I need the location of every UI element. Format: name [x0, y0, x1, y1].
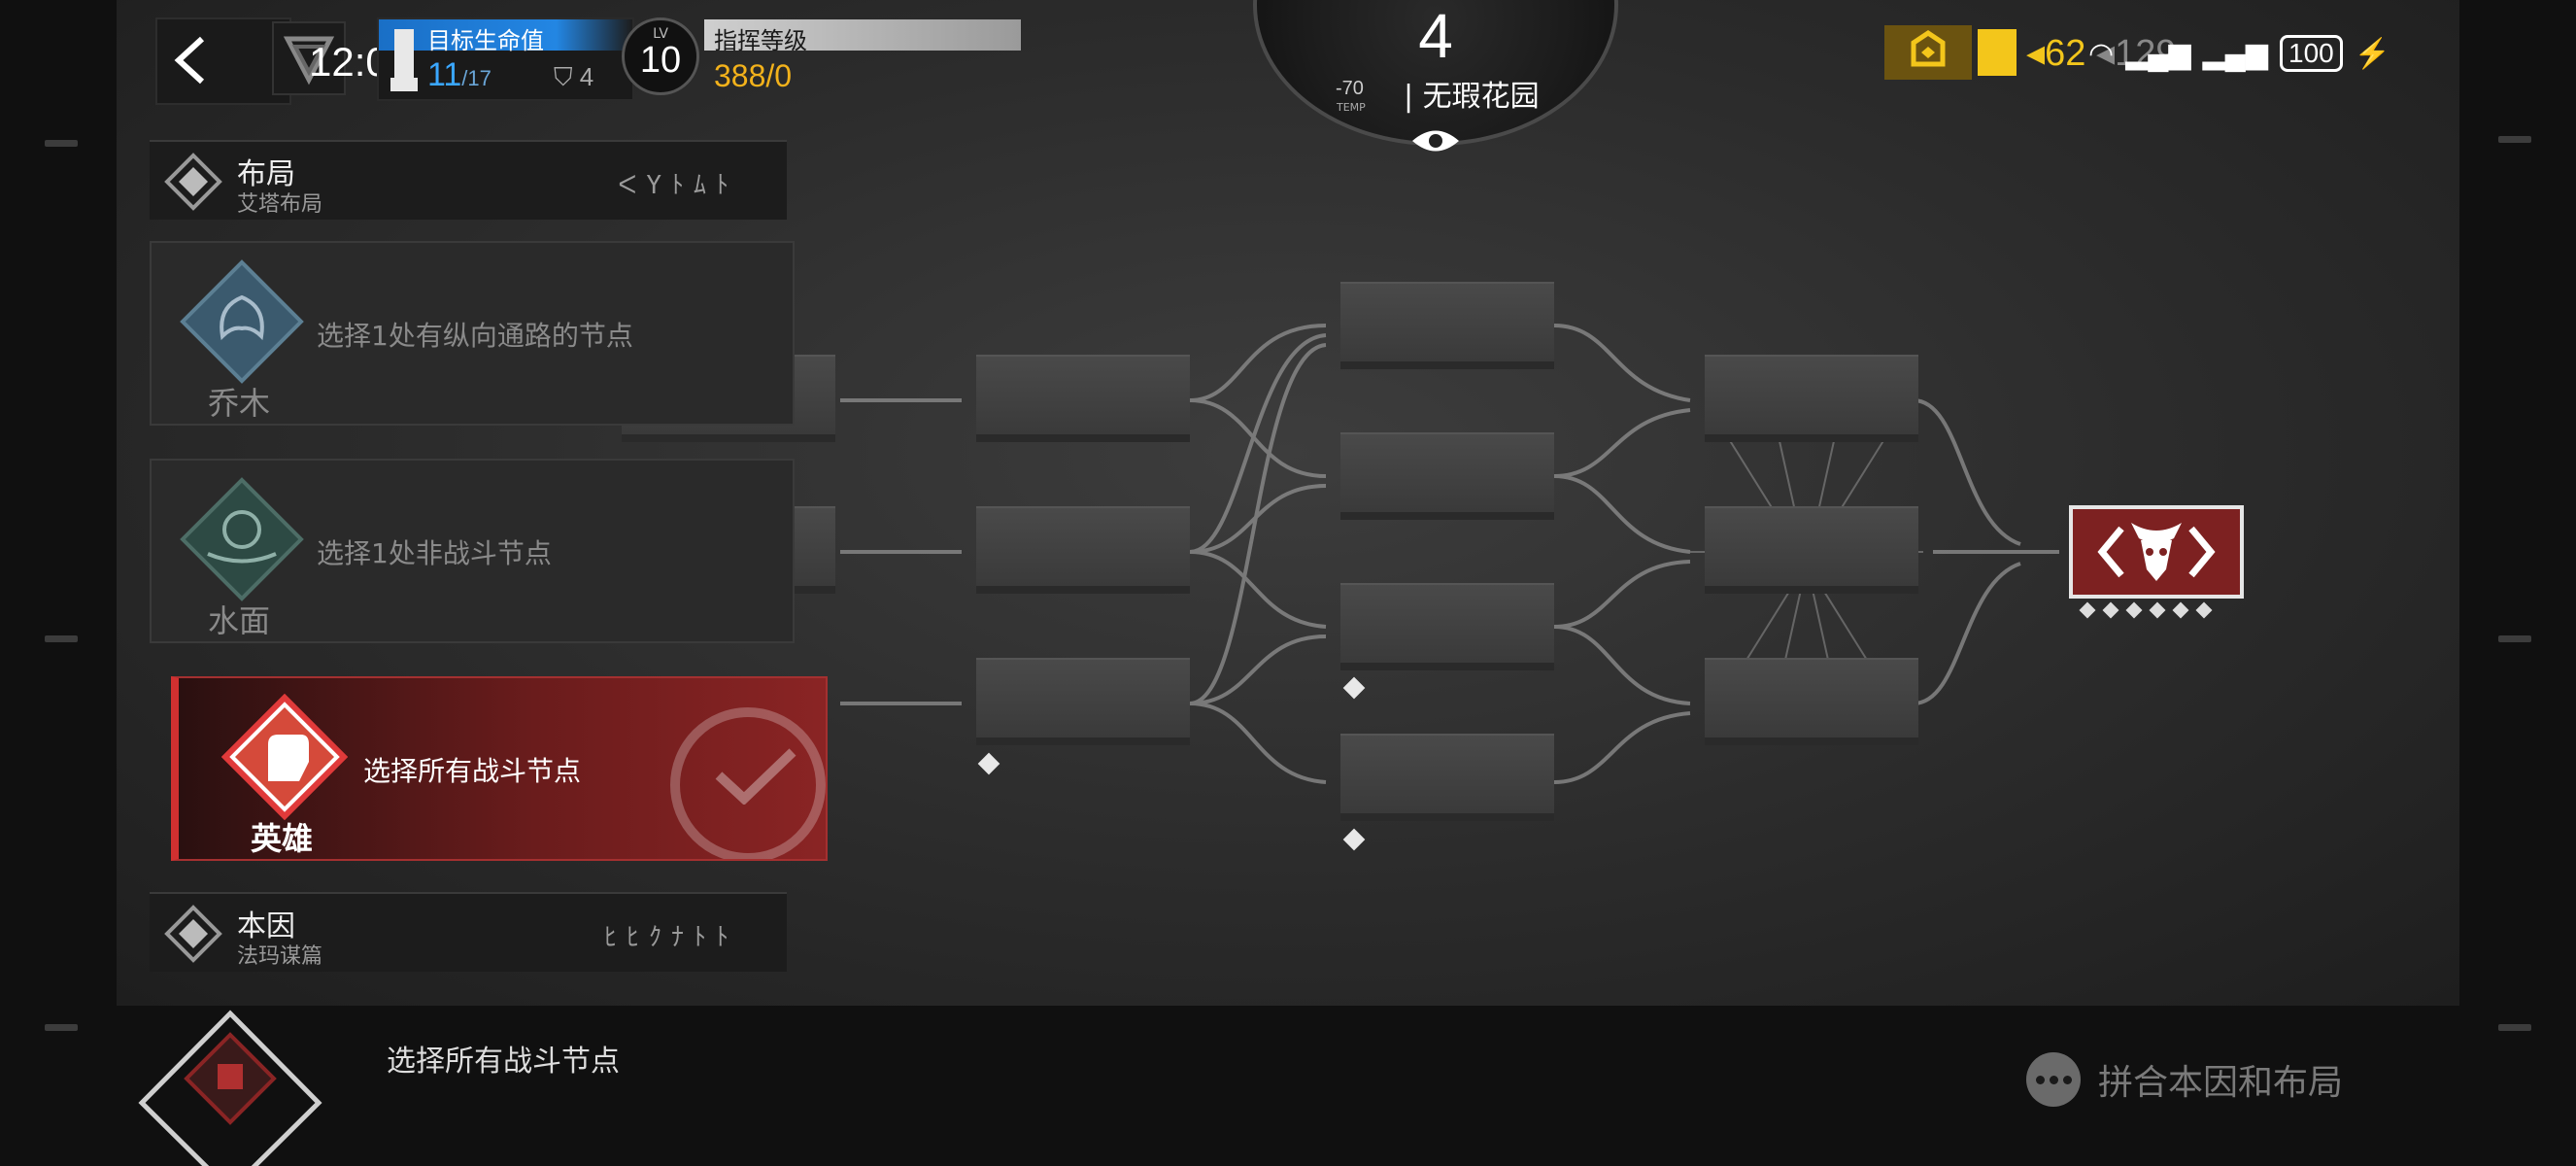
frame-tick: [45, 140, 78, 147]
map-node[interactable]: [1340, 734, 1554, 821]
card-name: 水面: [208, 602, 271, 639]
life-header: [379, 19, 632, 51]
resource-icon-box: [1884, 25, 1972, 80]
life-max: /17: [461, 66, 491, 90]
system-status-bar: ◠ ▂▄▆ ▂▄▆ 100 ⚡: [2088, 35, 2390, 72]
turn-number: 4: [1418, 1, 1453, 71]
back-button[interactable]: [155, 17, 291, 105]
shield-count: 4: [579, 62, 594, 91]
map-node[interactable]: [1705, 658, 1918, 745]
map-node[interactable]: [1340, 432, 1554, 520]
resource-panel: ◂62 ◂129: [1884, 25, 2176, 80]
charging-icon: ⚡: [2354, 37, 2391, 70]
boss-node[interactable]: [2069, 505, 2244, 599]
life-current: 11: [427, 56, 462, 93]
card-desc: 选择1处非战斗节点: [317, 537, 552, 569]
map-node[interactable]: [1340, 282, 1554, 369]
map-node[interactable]: [976, 658, 1190, 745]
command-header: 指挥等级: [704, 19, 1021, 54]
selected-card-text: 选择所有战斗节点: [387, 1045, 620, 1079]
frame-tick: [2498, 136, 2531, 143]
command-value: 388/0: [714, 58, 793, 93]
wifi-icon: ◠: [2088, 37, 2115, 70]
crown-icon: [1911, 29, 1946, 67]
card-qiaomu[interactable]: 选择1处有纵向通路的节点 乔木: [150, 241, 795, 426]
water-emblem-icon: [180, 477, 304, 601]
life-title: 目标生命值: [427, 27, 544, 54]
frame-tick: [45, 1024, 78, 1031]
level-badge: LV 10: [622, 17, 699, 95]
bull-skull-icon: [2097, 523, 2216, 581]
turn-indicator: 4 -70 TEMP | 无瑕花园: [1204, 0, 1667, 175]
layout-emblem-icon: [164, 153, 222, 211]
map-node[interactable]: [1340, 583, 1554, 670]
tower-icon: [390, 29, 418, 91]
map-node[interactable]: [976, 355, 1190, 442]
card-desc: 选择所有战斗节点: [363, 755, 582, 787]
tree-emblem-icon: [180, 259, 304, 384]
resource-current: ◂62: [2026, 33, 2086, 74]
command-title: 指挥等级: [714, 27, 807, 54]
shield-icon: ⛉: [554, 62, 580, 91]
eye-icon[interactable]: [1408, 126, 1463, 155]
cause-subtitle: 法玛谋篇: [237, 944, 323, 969]
merge-button[interactable]: 拼合本因和布局: [2026, 1052, 2343, 1107]
resource-bar: [1978, 29, 2017, 76]
faction-emblem[interactable]: [272, 21, 346, 95]
temperature-label: TEMP: [1337, 101, 1366, 114]
strategy-panel: 布局 艾塔布局 ᐸYﾄﾑﾄ 选择1处有纵向通路的节点 乔木 选择1处非战斗节点 …: [117, 0, 894, 1006]
layout-subtitle: 艾塔布局: [237, 192, 323, 217]
frame-tick: [2498, 1024, 2531, 1031]
cause-title: 本因: [237, 909, 295, 943]
target-life-panel: 目标生命值 11/17 ⛉ 4: [377, 17, 634, 101]
layout-title: 布局: [237, 157, 295, 191]
resource-max: ◂129: [2096, 33, 2177, 74]
life-value: 11/17: [427, 56, 491, 94]
emblem-icon: [283, 36, 335, 86]
frame-tick: [45, 635, 78, 642]
right-frame: [2459, 0, 2576, 1166]
level-value: 10: [639, 40, 682, 81]
merge-label: 拼合本因和布局: [2098, 1063, 2344, 1103]
map-node[interactable]: [1705, 355, 1918, 442]
card-desc: 选择1处有纵向通路的节点: [317, 320, 633, 352]
left-frame: [0, 0, 117, 1166]
map-node[interactable]: [976, 506, 1190, 594]
card-name: 乔木: [208, 385, 271, 422]
boss-pips: [2079, 601, 2213, 619]
battery-level: 100: [2280, 35, 2343, 72]
shield-value: ⛉ 4: [554, 62, 593, 93]
fist-emblem-icon: [221, 694, 348, 820]
level-label: LV: [653, 26, 668, 42]
cause-emblem-icon: [164, 905, 222, 963]
more-icon: [2026, 1052, 2081, 1107]
layout-header[interactable]: 布局 艾塔布局 ᐸYﾄﾑﾄ: [150, 140, 787, 220]
cause-runes: ﾋﾋｸﾅﾄﾄ: [603, 923, 738, 952]
layout-runes: ᐸYﾄﾑﾄ: [618, 171, 738, 200]
command-level-panel: 指挥等级 388/0: [704, 19, 1021, 101]
card-name: 英雄: [251, 820, 314, 857]
temperature-value: -70: [1336, 78, 1364, 99]
area-name: | 无瑕花园: [1404, 80, 1540, 114]
check-icon: [715, 748, 797, 805]
map-node[interactable]: [1705, 506, 1918, 594]
card-yingxiong[interactable]: 选择所有战斗节点 英雄: [171, 676, 828, 861]
back-arrow-icon: [174, 36, 205, 85]
cause-header[interactable]: 本因 法玛谋篇 ﾋﾋｸﾅﾄﾄ: [150, 892, 787, 972]
signal-icon: ▂▄▆: [2125, 37, 2191, 70]
card-shuimian[interactable]: 选择1处非战斗节点 水面: [150, 459, 795, 643]
selected-check-ring: [670, 707, 826, 859]
signal-icon-2: ▂▄▆: [2202, 37, 2268, 70]
frame-tick: [2498, 635, 2531, 642]
selected-emblem-icon: [138, 1010, 322, 1166]
bottom-bar: 选择所有战斗节点 拼合本因和布局: [117, 1006, 2459, 1166]
